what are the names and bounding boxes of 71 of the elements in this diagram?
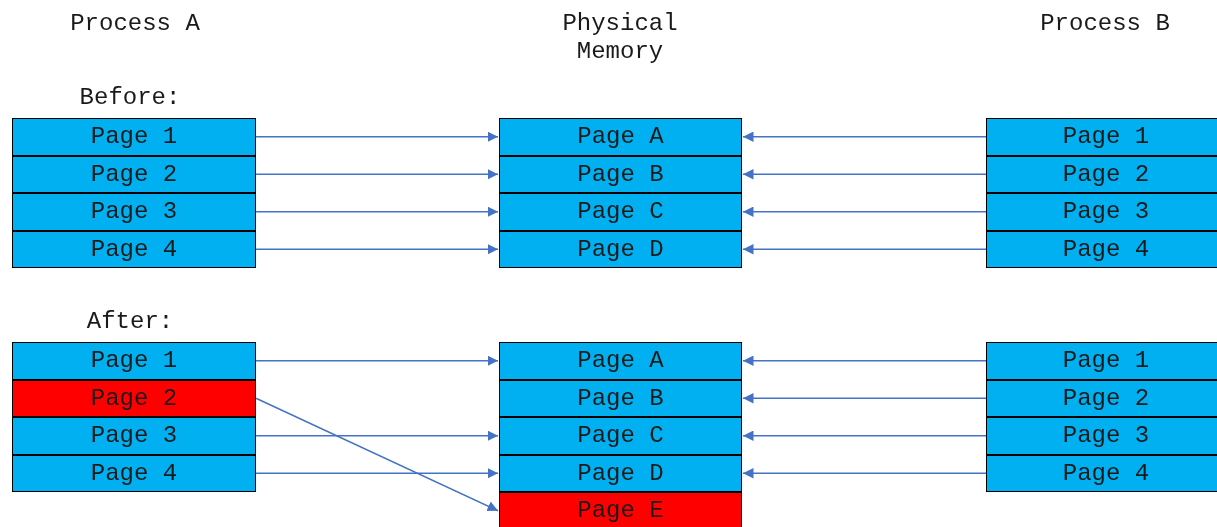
page-label: Page 2 <box>1062 160 1150 188</box>
page-box <box>986 342 1217 380</box>
page-box <box>12 193 256 231</box>
arrow <box>255 468 499 479</box>
page-label: Page 1 <box>90 123 178 151</box>
page-label: Page C <box>577 422 664 450</box>
page-label: Page 4 <box>90 459 178 487</box>
arrow <box>255 131 499 142</box>
page-box <box>12 230 256 268</box>
section-label: Before: <box>78 84 182 112</box>
page-label: Page 1 <box>1062 347 1150 375</box>
arrow <box>742 206 987 217</box>
page-label: Page 4 <box>1062 235 1150 263</box>
page-label: Page 3 <box>1062 198 1150 226</box>
arrow <box>255 206 499 217</box>
page-box <box>499 417 742 455</box>
arrow <box>742 430 987 441</box>
page-label: Page 4 <box>90 235 178 263</box>
process-title: Process A <box>69 10 201 38</box>
page-box <box>12 417 256 455</box>
page-box <box>499 492 742 527</box>
page-label: Page B <box>577 160 664 188</box>
page-label: Page 3 <box>90 422 178 450</box>
page-label: Page B <box>577 384 664 412</box>
arrow <box>742 393 987 404</box>
arrow <box>742 131 987 142</box>
page-label: Page D <box>577 235 664 263</box>
page-box <box>12 454 256 492</box>
page-box <box>986 230 1217 268</box>
process-title: Process B <box>1039 10 1171 38</box>
page-label: Page 2 <box>1062 384 1150 412</box>
page-box <box>499 454 742 492</box>
page-label: Page C <box>577 198 664 226</box>
page-box <box>986 454 1217 492</box>
arrow <box>742 244 987 255</box>
page-label: Page A <box>577 123 664 151</box>
page-label: Page 4 <box>1062 459 1150 487</box>
page-box <box>499 155 742 193</box>
page-box <box>499 118 742 156</box>
page-box <box>499 379 742 417</box>
page-label: Page E <box>577 497 664 525</box>
section-label: After: <box>85 308 175 336</box>
arrow <box>255 430 499 441</box>
arrow <box>255 397 499 512</box>
page-box <box>12 379 256 417</box>
page-box <box>986 417 1217 455</box>
page-box <box>986 118 1217 156</box>
page-box <box>499 230 742 268</box>
page-box <box>499 193 742 231</box>
memory-title: Physical Memory <box>561 10 679 66</box>
page-label: Page 3 <box>1062 422 1150 450</box>
page-label: Page D <box>577 459 664 487</box>
page-label: Page 3 <box>90 198 178 226</box>
page-label: Page 2 <box>90 384 178 412</box>
arrow <box>742 169 987 180</box>
page-label: Page A <box>577 347 664 375</box>
page-label: Page 2 <box>90 160 178 188</box>
page-box <box>986 379 1217 417</box>
page-label: Page 1 <box>90 347 178 375</box>
arrow <box>742 468 987 479</box>
page-label: Page 1 <box>1062 123 1150 151</box>
arrow <box>255 355 499 366</box>
page-box <box>12 118 256 156</box>
arrow <box>255 169 499 180</box>
page-box <box>12 155 256 193</box>
arrow <box>742 355 987 366</box>
arrow <box>255 244 499 255</box>
page-box <box>986 193 1217 231</box>
page-box <box>12 342 256 380</box>
page-box <box>986 155 1217 193</box>
page-box <box>499 342 742 380</box>
